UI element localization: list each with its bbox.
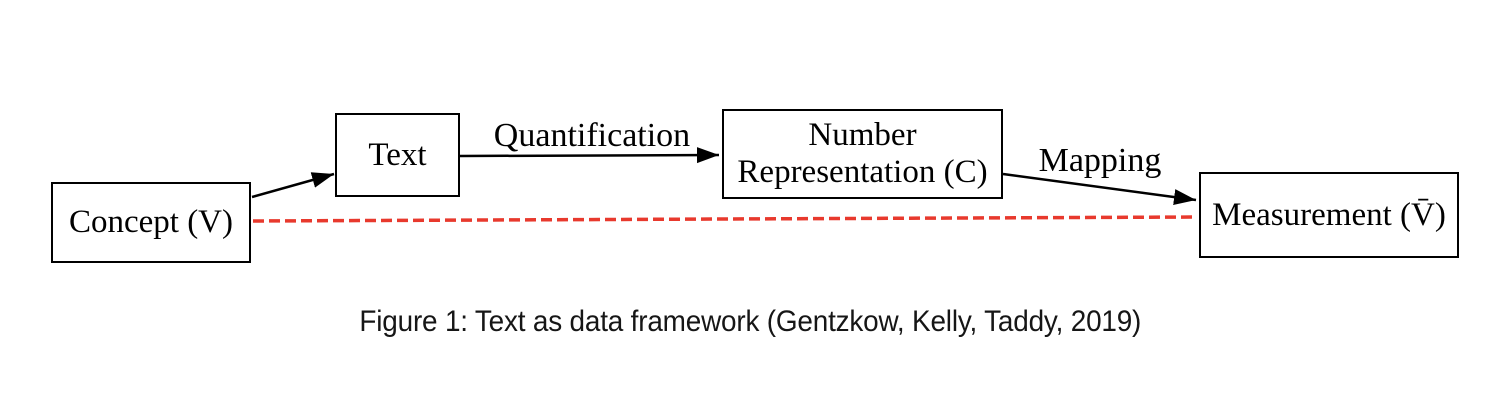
- edge-number-representation-to-measurement-arrow: [1002, 172, 1197, 205]
- node-text: Text: [335, 113, 460, 197]
- node-concept-label: Concept (V): [68, 204, 234, 240]
- node-number-representation: Number Representation (C): [722, 109, 1003, 199]
- edge-label-quantification: Quantification: [493, 117, 691, 154]
- figure-caption-text: Figure 1: Text as data framework (Gentzk…: [359, 305, 1141, 338]
- edge-text-to-number-representation-arrow: [459, 147, 720, 164]
- node-measurement: Measurement (V̄): [1199, 172, 1459, 258]
- node-text-label: Text: [368, 136, 427, 173]
- edge-concept-to-text-arrow: [251, 172, 335, 199]
- node-measurement-label: Measurement (V̄): [1212, 196, 1446, 233]
- node-concept: Concept (V): [51, 182, 251, 263]
- figure-caption: Figure 1: Text as data framework (Gentzk…: [0, 303, 1500, 341]
- node-number-representation-label-line1: Number: [808, 117, 917, 153]
- node-number-representation-label-line2: Representation (C): [737, 154, 988, 190]
- edge-concept-to-measurement-dashed-line: [252, 215, 1198, 223]
- edge-label-mapping: Mapping: [1038, 142, 1162, 179]
